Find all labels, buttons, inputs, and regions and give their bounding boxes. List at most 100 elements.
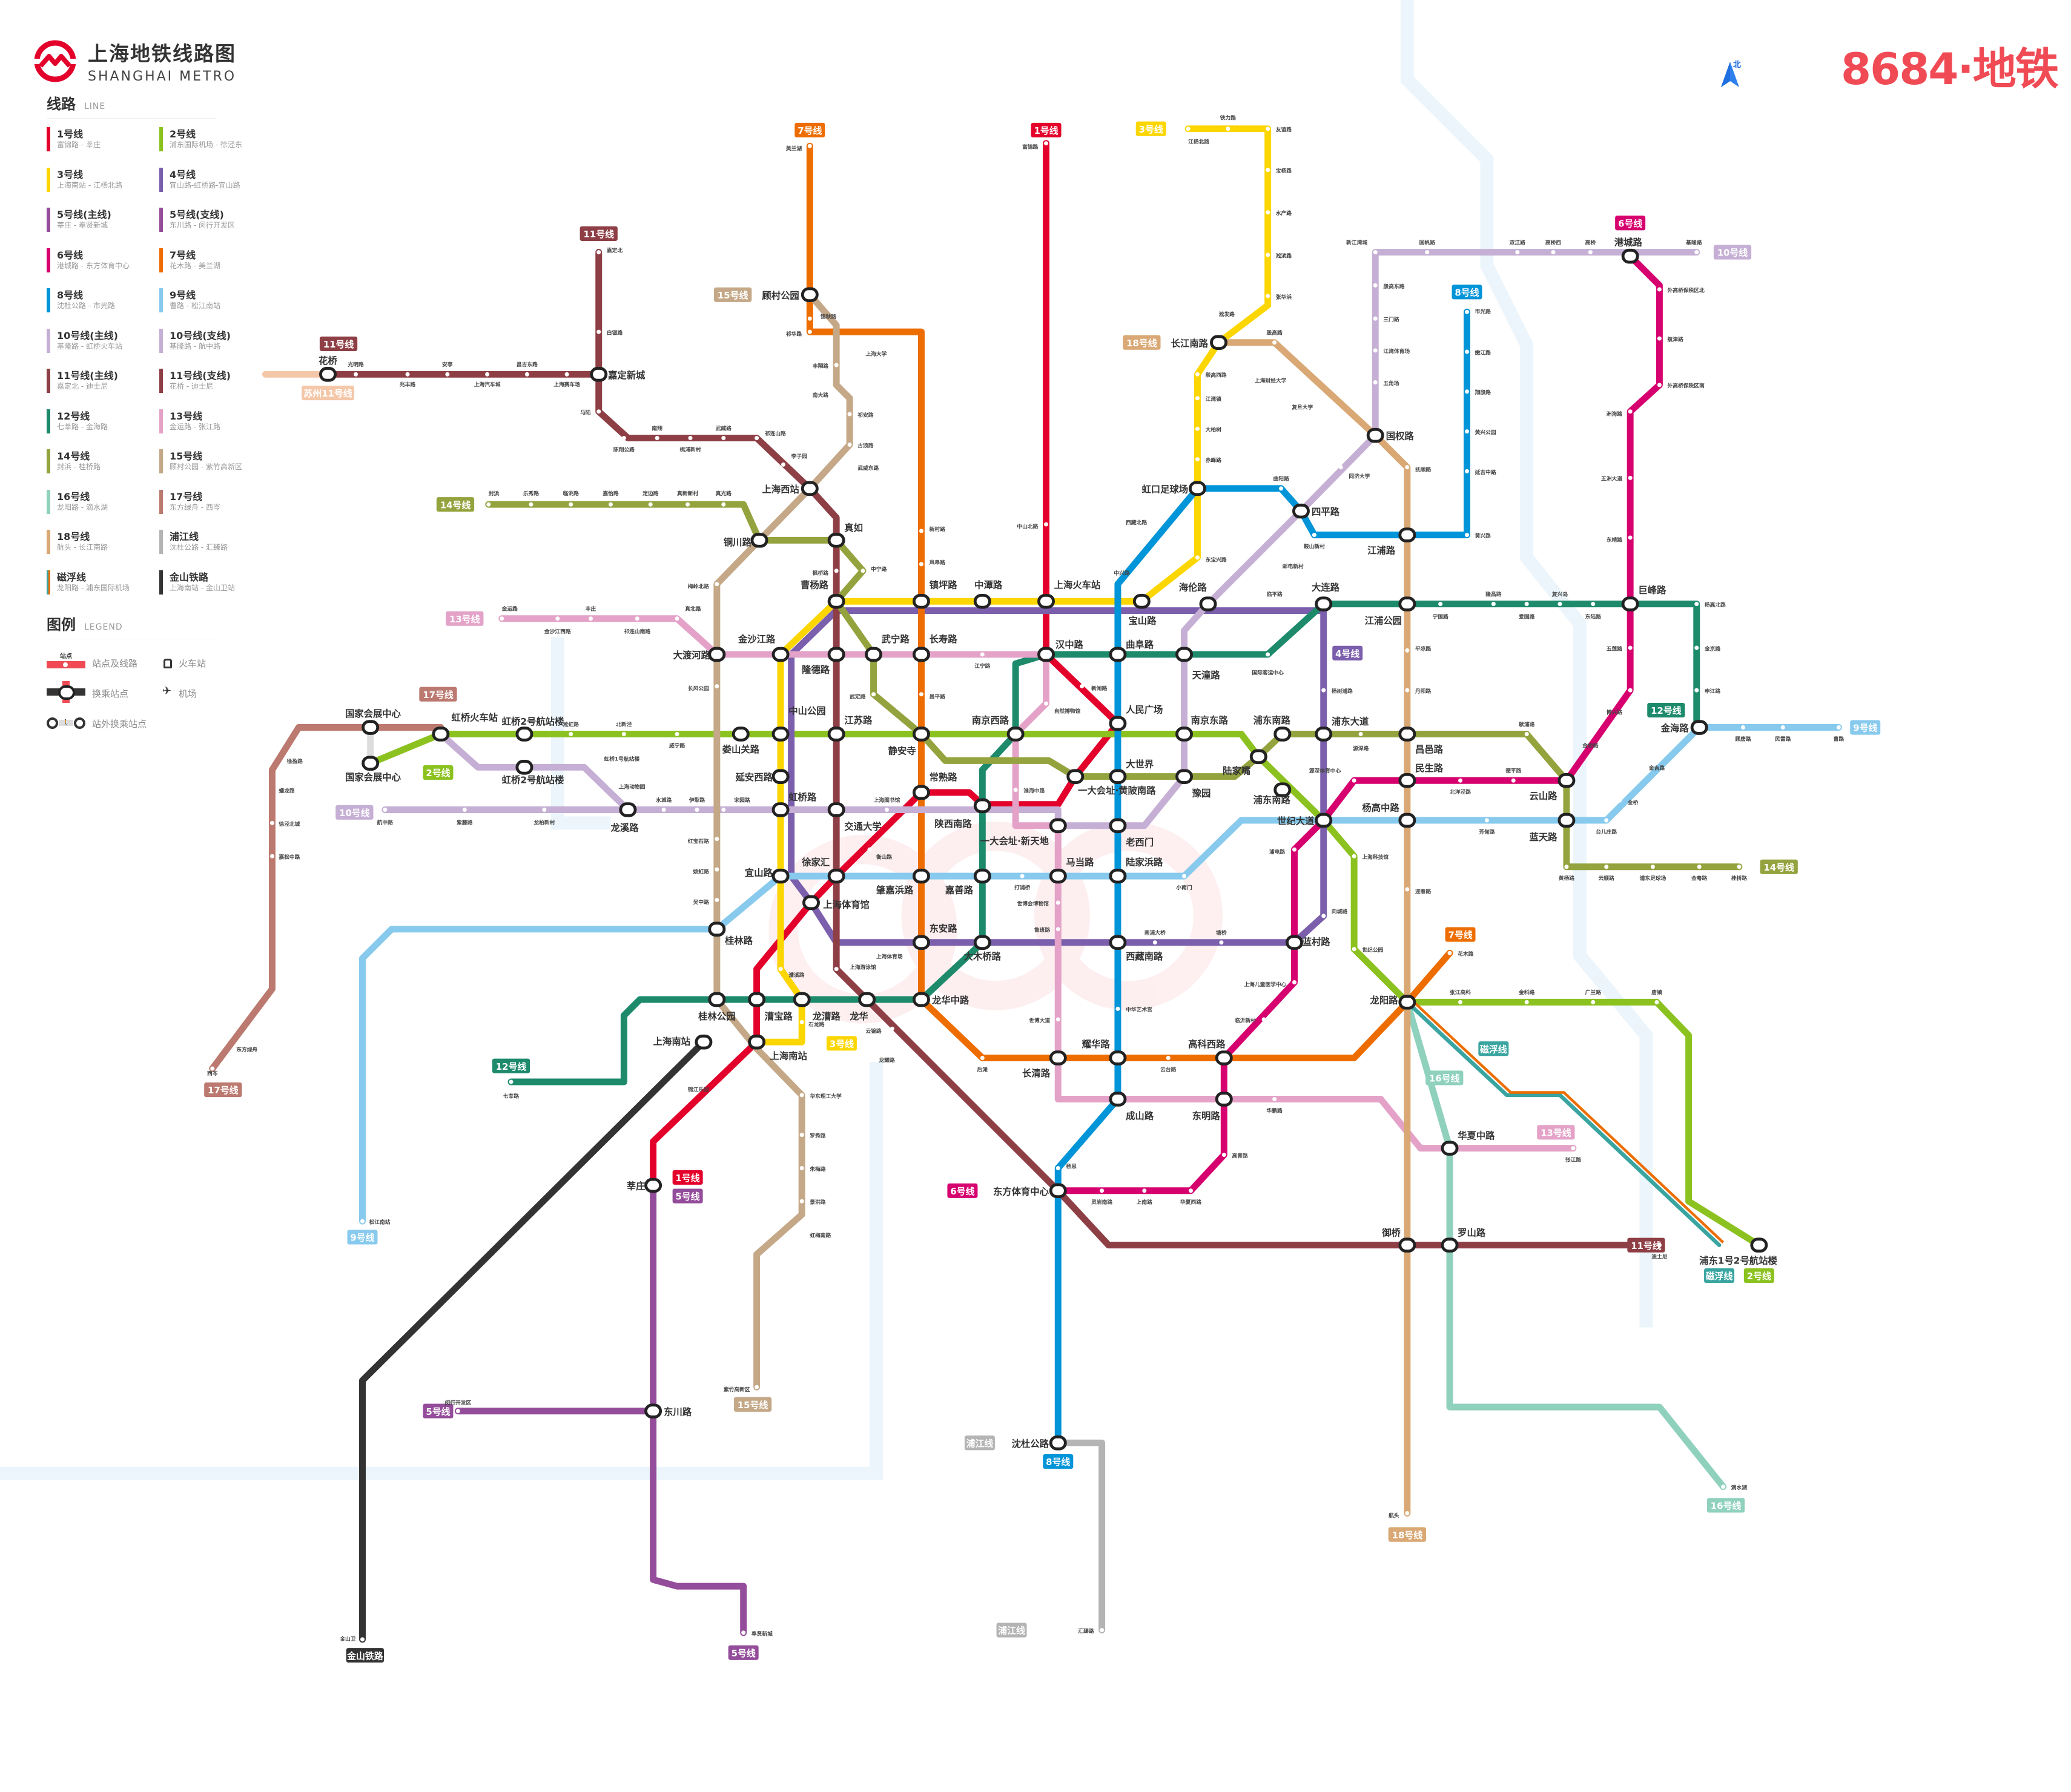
station[interactable]: 淞虹路 [563, 720, 579, 737]
station[interactable]: 五洲大道 [1601, 475, 1633, 483]
station[interactable]: 世博大道 [1029, 1016, 1060, 1024]
station[interactable]: 昌平路 [919, 692, 945, 700]
station[interactable]: 祁连山路 [755, 430, 786, 441]
interchange-station[interactable]: 镇坪路 [912, 579, 957, 609]
interchange-station[interactable]: 罗山路 [1441, 1227, 1486, 1253]
interchange-station[interactable]: 宝山路 [1128, 593, 1157, 627]
station[interactable]: 枫桥路 [813, 568, 839, 576]
station[interactable]: 东方绿舟 [234, 1044, 258, 1053]
station[interactable]: 祁安路 [847, 411, 874, 418]
station[interactable]: 七莘路 [503, 1079, 519, 1099]
interchange-station[interactable]: 上海火车站 [1037, 579, 1101, 609]
interchange-station[interactable]: 顾村公园 [762, 287, 819, 303]
line-badge[interactable]: 10号线 [335, 805, 374, 820]
interchange-station[interactable]: 中山公园 [771, 706, 826, 742]
station[interactable]: 上海财经大学 [1255, 376, 1297, 384]
station[interactable]: 淞发路 [1219, 309, 1245, 318]
interchange-station[interactable]: 虹桥路 [771, 792, 817, 817]
line-10b-path[interactable] [437, 731, 632, 813]
legend-line-item[interactable]: 2号线 浦东国际机场 - 徐泾东 [159, 126, 268, 153]
interchange-station[interactable]: 花桥 [319, 355, 337, 382]
interchange-station[interactable]: 西藏南路 [1109, 935, 1163, 962]
station[interactable]: 东靖路 [1607, 535, 1633, 544]
station[interactable]: 小南门 [1175, 874, 1192, 891]
interchange-station[interactable]: 成山路 [1109, 1092, 1154, 1122]
station[interactable]: 武定路 [850, 692, 876, 700]
station[interactable]: 上海体育场 [860, 953, 903, 960]
station[interactable]: 金桥 [1617, 798, 1639, 806]
interchange-station[interactable]: 金海路 [1660, 720, 1708, 735]
station[interactable]: 隆昌路 [1485, 590, 1502, 607]
interchange-station[interactable]: 世纪大道 [1277, 812, 1333, 828]
interchange-station[interactable]: 港城路 [1614, 237, 1643, 264]
station[interactable]: 花木路 [1447, 950, 1474, 958]
station[interactable]: 李子园 [781, 452, 807, 467]
interchange-station[interactable]: 南京东路 [1175, 715, 1228, 742]
line-badge[interactable]: 4号线 [1332, 645, 1363, 660]
station[interactable]: 古浪路 [847, 442, 874, 449]
station[interactable]: 衡山路 [867, 847, 892, 861]
interchange-station[interactable]: 漕宝路 [748, 992, 793, 1022]
interchange-station[interactable]: 江苏路 [827, 715, 873, 742]
line-badge[interactable]: 14号线 [1760, 859, 1798, 874]
station[interactable]: 曲阳路 [1273, 475, 1289, 491]
station[interactable]: 岚皋路 [919, 559, 945, 567]
station[interactable]: 中华艺术宫 [1115, 1006, 1152, 1013]
interchange-station[interactable]: 豫园 [1175, 769, 1211, 799]
interchange-station[interactable]: 浦东1号2号航站楼 [1699, 1237, 1777, 1267]
station[interactable]: 真新新村 [677, 490, 698, 507]
interchange-station[interactable]: 大渡河路 [673, 647, 726, 662]
station[interactable]: 姚虹路 [692, 867, 719, 875]
station[interactable]: 大柏树 [1195, 426, 1221, 433]
line-badge[interactable]: 18号线 [1123, 335, 1161, 350]
station[interactable]: 徐泾北城 [269, 820, 300, 828]
interchange-station[interactable]: 蓝村路 [1286, 935, 1330, 950]
interchange-station[interactable]: 民生路 [1398, 763, 1444, 788]
station[interactable]: 金粤路 [1691, 865, 1708, 882]
station[interactable]: 临洮路 [563, 490, 579, 507]
interchange-station[interactable]: 常熟路 [912, 772, 957, 800]
station[interactable]: 上海动物园 [608, 783, 646, 790]
legend-line-item[interactable]: 16号线 龙阳路 - 滴水湖 [47, 489, 156, 515]
station[interactable]: 博兴路 [1607, 688, 1633, 716]
station[interactable]: 上海图书馆 [874, 796, 900, 812]
station[interactable]: 宁国路 [1433, 602, 1448, 621]
station[interactable]: 殷高东路 [1373, 283, 1405, 290]
line-5-path[interactable] [650, 1182, 747, 1636]
station[interactable]: 江湾镇 [1195, 395, 1221, 403]
legend-line-item[interactable]: 6号线 港城路 - 东方体育中心 [47, 247, 156, 274]
station[interactable]: 白银路 [596, 329, 623, 337]
legend-line-item[interactable]: 10号线(支线) 基隆路 - 航中路 [159, 328, 268, 354]
interchange-station[interactable]: 上海南站 [653, 1034, 713, 1050]
interchange-station[interactable]: 桂林公园 [698, 992, 736, 1022]
line-badge[interactable]: 13号线 [446, 611, 484, 626]
station[interactable]: 黄杨路 [1559, 865, 1574, 882]
station[interactable]: 威宁路 [669, 731, 685, 749]
interchange-station[interactable]: 金沙江路 [738, 634, 790, 662]
station[interactable]: 新闸路 [1080, 684, 1108, 692]
station[interactable]: 延吉中路 [1464, 469, 1496, 476]
station[interactable]: 顾唐路 [1735, 725, 1751, 742]
station[interactable]: 中兴路 [1114, 568, 1140, 576]
station[interactable]: 复旦大学 [1291, 403, 1323, 410]
station[interactable]: 定边路 [642, 490, 659, 507]
line-badge[interactable]: 2号线 [1743, 1268, 1774, 1283]
station[interactable]: 龙耀路 [878, 1053, 905, 1064]
station[interactable]: 南翔 [652, 424, 662, 441]
station[interactable]: 东陆路 [1585, 602, 1601, 621]
interchange-station[interactable]: 昌邑路 [1398, 726, 1444, 756]
interchange-station[interactable]: 徐家汇 [801, 857, 845, 884]
interchange-station[interactable]: 陆家嘴 [1223, 749, 1267, 776]
interchange-station[interactable]: 静安寺 [888, 726, 930, 757]
station[interactable]: 南浦大桥 [1144, 929, 1166, 945]
station[interactable]: 云台路 [1160, 1055, 1177, 1073]
interchange-station[interactable]: 江浦公园 [1365, 596, 1416, 627]
interchange-station[interactable]: 天潼路 [1175, 647, 1220, 680]
station[interactable]: 上海汽车城 [474, 372, 501, 388]
legend-line-item[interactable]: 8号线 沈杜公路 - 市光路 [47, 287, 156, 314]
station[interactable]: 宝杨路 [1266, 167, 1292, 174]
interchange-station[interactable]: 云山路 [1530, 772, 1576, 802]
station[interactable]: 江宁路 [974, 652, 991, 670]
interchange-station[interactable]: 国家会展中心 [345, 708, 401, 735]
station[interactable]: 外高桥保税区南 [1657, 382, 1705, 389]
